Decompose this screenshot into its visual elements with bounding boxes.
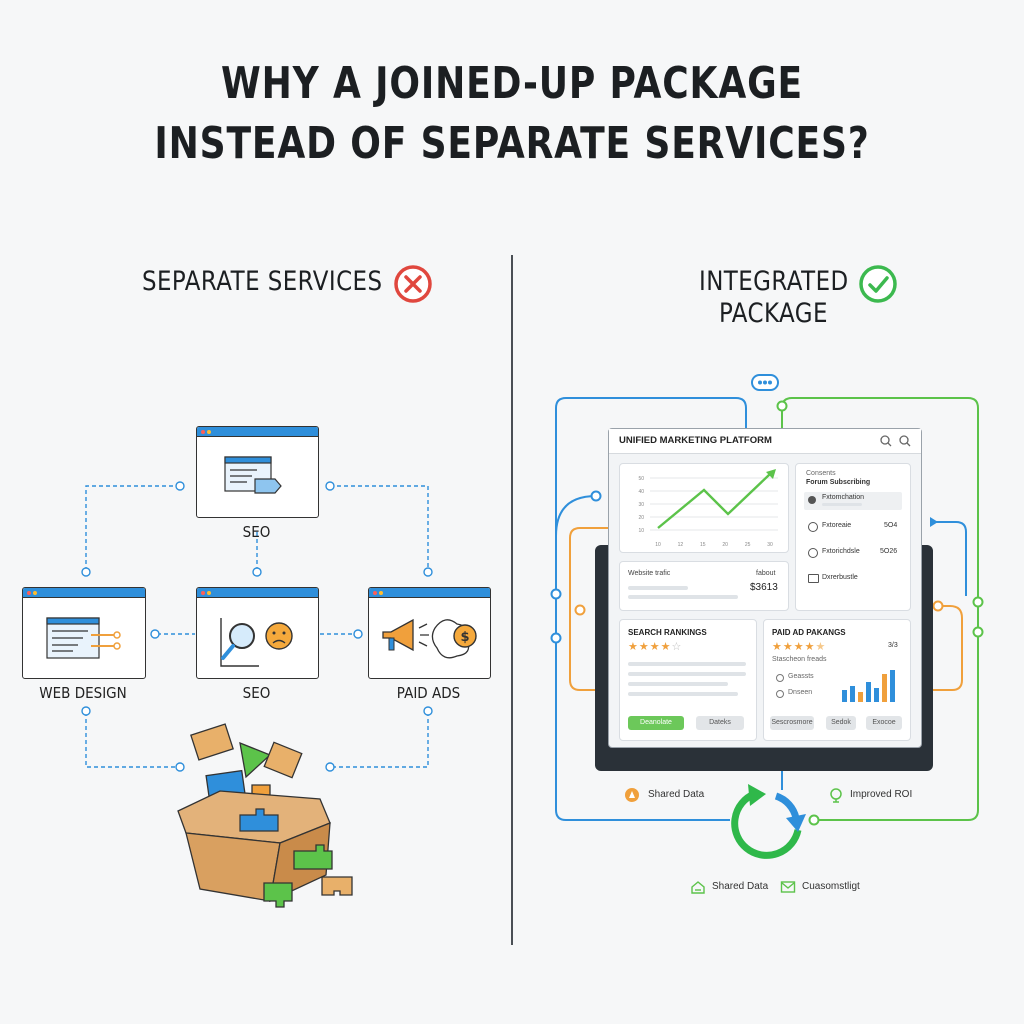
ads-button-3[interactable]: Exocoe (866, 716, 902, 730)
center-divider (511, 255, 513, 945)
chart-x-tick: 15 (700, 542, 706, 548)
service-label-paid-ads: PAID ADS (396, 684, 461, 702)
page-title-line-2: INSTEAD OF SEPARATE SERVICES? (154, 118, 870, 169)
chart-x-tick: 12 (678, 542, 684, 548)
traffic-label: Website trafic (628, 570, 671, 577)
integrated-heading-line-1: INTEGRATED (699, 266, 849, 297)
side-row-1[interactable]: Fxtomchation (804, 492, 902, 510)
chart-y-tick: 50 (638, 476, 644, 482)
megaphone-money-icon: $ (382, 618, 477, 659)
search-line (628, 672, 746, 676)
check-circle-icon (859, 265, 897, 303)
search-primary-button[interactable]: Deanolate (628, 716, 684, 730)
chart-y-tick: 10 (638, 528, 644, 534)
search-line (628, 662, 746, 666)
integrated-heading-line-2: PACKAGE (719, 298, 828, 329)
side-row-1-bar (822, 503, 862, 506)
mail-check-icon (780, 881, 796, 893)
chart-y-tick: 40 (638, 489, 644, 495)
service-label-top: SEO (242, 523, 271, 541)
traffic-line (628, 595, 738, 599)
traffic-line (628, 586, 688, 590)
separate-connectors (81, 481, 433, 772)
side-row-3-value: 5O26 (880, 548, 898, 555)
traffic-tag: fabout (756, 570, 776, 577)
chart-x-tick: 30 (767, 542, 773, 548)
chart-x-tick: 25 (745, 542, 751, 548)
web-page-icon (224, 456, 282, 494)
cloud-link-icon (751, 374, 779, 391)
improved-roi-icon (830, 788, 842, 803)
side-row-2-value: 5O4 (884, 522, 898, 529)
search-line (628, 682, 728, 686)
side-title: Consents (806, 470, 836, 477)
growth-line-chart: 50 40 30 20 10 10 12 15 20 25 30 (638, 469, 778, 548)
ads-stars: ★★★★★ (772, 641, 827, 653)
growth-arrowhead (766, 469, 776, 479)
traffic-value: $3613 (750, 582, 778, 593)
separate-services-heading: SEPARATE SERVICES (142, 266, 383, 297)
footer2-right: Cuasomstligt (802, 881, 860, 892)
avatar (808, 496, 816, 504)
growth-chart-card: 50 40 30 20 10 10 12 15 20 25 30 (619, 463, 789, 553)
page-title-line-1: WHY A JOINED-UP PACKAGE (221, 58, 803, 109)
ads-sub: Stascheon freads (772, 656, 827, 663)
avatar (808, 548, 818, 558)
side-row-3-name: Fxtorichdsle (822, 548, 860, 555)
side-footer: Dxrerbustle (822, 574, 858, 581)
ads-title: PAID AD PAKANGS (772, 628, 846, 637)
footer2-left: Shared Data (712, 881, 769, 892)
ads-button-1[interactable]: Sescrosmore (770, 716, 814, 730)
side-row-2-name: Fxtoreaie (822, 522, 852, 529)
side-row-2[interactable]: Fxtoreaie 5O4 (804, 518, 902, 536)
image-icon (808, 574, 819, 583)
seo-window-middle (196, 587, 319, 679)
traffic-card: Website trafic fabout $3613 (619, 561, 789, 611)
ads-option-2: Dnseen (788, 689, 813, 696)
chart-x-tick: 20 (722, 542, 728, 548)
chart-y-tick: 30 (638, 502, 644, 508)
footer1-left: Shared Data (648, 789, 705, 800)
platform-title: UNIFIED MARKETING PLATFORM (619, 435, 772, 446)
ads-radio-1[interactable] (776, 674, 784, 682)
growth-line (657, 473, 771, 529)
avatar (808, 522, 818, 532)
chart-y-tick: 20 (638, 515, 644, 521)
ads-bar-chart (842, 670, 895, 702)
side-row-4[interactable]: Dxrerbustle (804, 570, 902, 588)
side-subtitle: Forum Subscribing (806, 479, 871, 486)
seo-window-top (196, 426, 319, 518)
chart-x-tick: 10 (655, 542, 661, 548)
svg-text:$: $ (460, 630, 469, 645)
ads-radio-2[interactable] (776, 690, 784, 698)
integrated-connectors (550, 397, 984, 826)
platform-window: UNIFIED MARKETING PLATFORM 50 40 30 20 10 10 1… (608, 428, 922, 748)
x-circle-icon (394, 265, 432, 303)
refresh-cycle-icon (731, 784, 806, 859)
home-data-icon (691, 881, 705, 894)
search-title: SEARCH RANKINGS (628, 628, 707, 637)
web-layout-icon (46, 617, 121, 659)
ads-button-2[interactable]: Sedok (826, 716, 856, 730)
search-line (628, 692, 738, 696)
side-row-3[interactable]: Fxtorichdsle 5O26 (804, 544, 902, 562)
magnifier-sad-icon (220, 618, 293, 667)
service-label-middle: SEO (242, 684, 271, 702)
side-row-1-name: Fxtomchation (822, 494, 865, 501)
web-design-window (22, 587, 146, 679)
search-rankings-card: SEARCH RANKINGS ★★★★☆ Deanolate Dateks (619, 619, 757, 741)
ads-option-1: Geassts (788, 673, 814, 680)
shared-data-icon (625, 788, 639, 802)
paid-ads-window: $ (368, 587, 491, 679)
platform-titlebar: UNIFIED MARKETING PLATFORM (609, 429, 921, 454)
search-secondary-button[interactable]: Dateks (696, 716, 744, 730)
puzzle-box-icon (177, 723, 353, 908)
rating-stars: ★★★★☆ (628, 641, 683, 653)
ads-value: 3/3 (888, 642, 898, 649)
side-list-card: Consents Forum Subscribing Fxtomchation … (795, 463, 911, 611)
footer1-right: Improved ROI (850, 789, 913, 800)
search-icon[interactable] (879, 434, 915, 448)
service-label-web-design: WEB DESIGN (39, 684, 127, 702)
paid-ads-card: PAID AD PAKANGS ★★★★★ 3/3 Stascheon frea… (763, 619, 911, 741)
